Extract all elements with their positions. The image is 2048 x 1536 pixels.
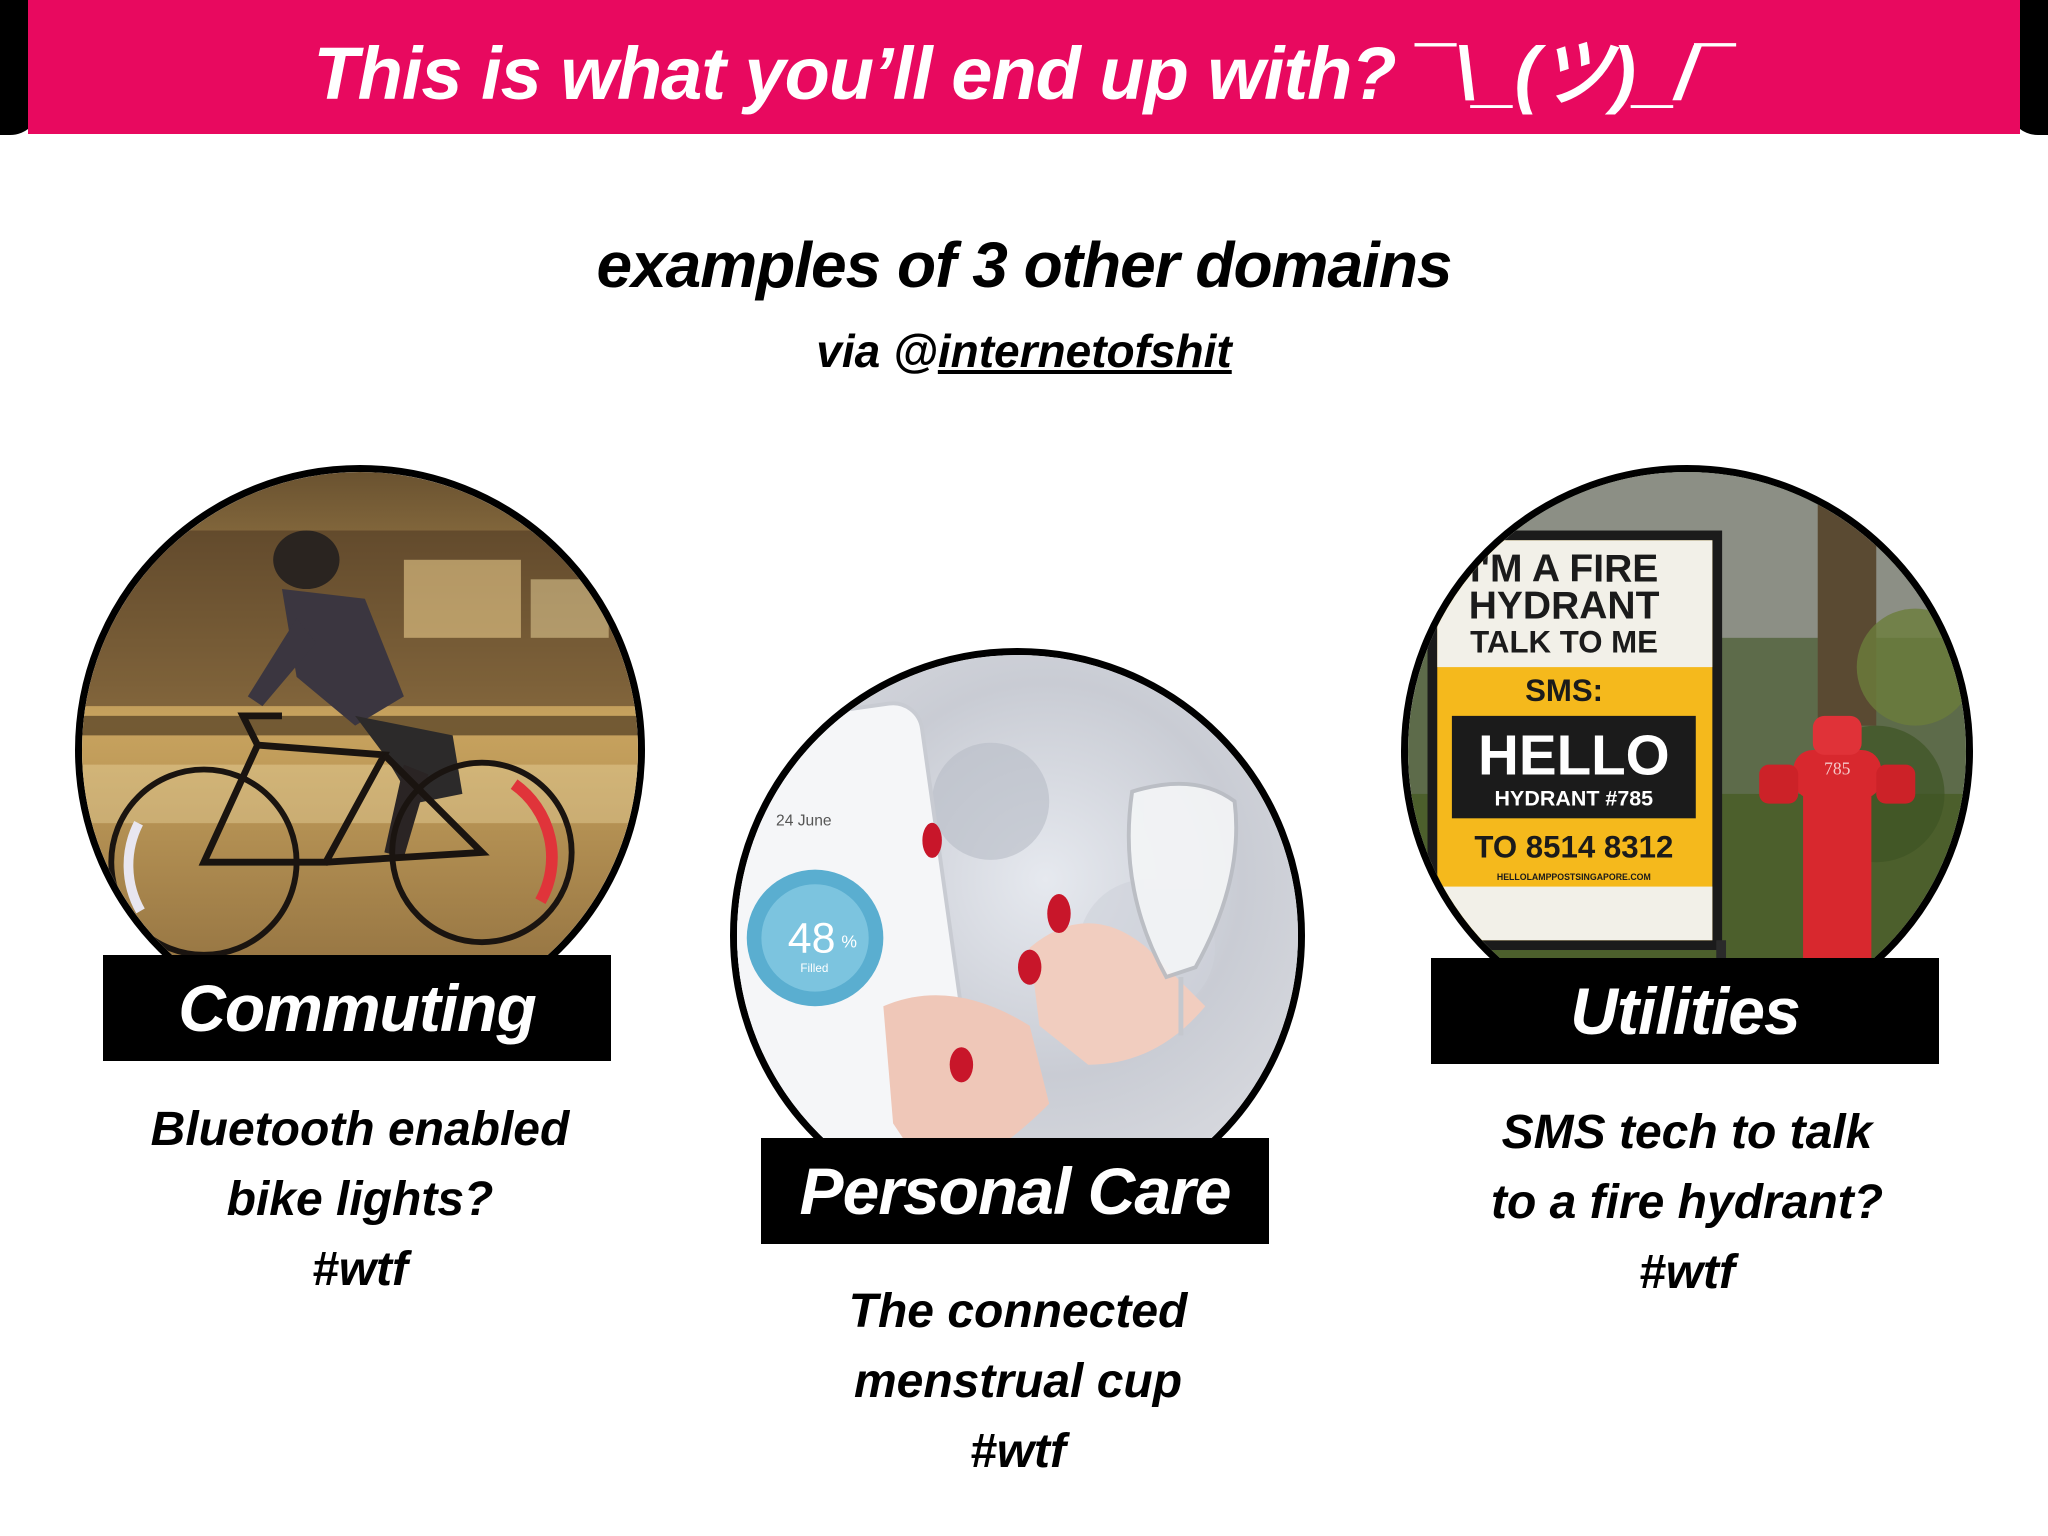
sign-hydrant-id: HYDRANT #785 bbox=[1495, 787, 1654, 811]
sign-line-3: TALK TO ME bbox=[1470, 624, 1658, 659]
phone-date: 24 June bbox=[776, 813, 832, 830]
hydrant-number: 785 bbox=[1824, 758, 1851, 778]
sign-url: HELLOLAMPPOSTSINGAPORE.COM bbox=[1497, 872, 1651, 882]
caption-commuting: Bluetooth enabled bike lights? #wtf bbox=[110, 1095, 610, 1305]
caption-line: to a fire hydrant? bbox=[1490, 1176, 1884, 1229]
credit-line: via @internetofshit bbox=[0, 324, 2048, 378]
slide-subtitle: examples of 3 other domains bbox=[596, 229, 1452, 301]
phone-gauge-unit: % bbox=[841, 932, 857, 952]
sign-line-2: HYDRANT bbox=[1469, 584, 1660, 627]
sign-line-1: I'M A FIRE bbox=[1470, 547, 1658, 590]
caption-line: bike lights? bbox=[226, 1173, 494, 1226]
utilities-image: I'M A FIRE HYDRANT TALK TO ME SMS: HELLO… bbox=[1401, 465, 1973, 1037]
caption-line: Bluetooth enabled bbox=[150, 1103, 570, 1156]
menstrual-cup-illustration: 24 June 48 % Filled 18 57 bbox=[737, 655, 1298, 1216]
phone-gauge-value: 48 bbox=[788, 915, 836, 963]
label-commuting: Commuting bbox=[103, 955, 611, 1061]
commuting-image bbox=[75, 465, 645, 1035]
sign-phone: TO 8514 8312 bbox=[1474, 829, 1673, 864]
label-personal-care: Personal Care bbox=[761, 1138, 1269, 1244]
label-utilities: Utilities bbox=[1431, 958, 1939, 1064]
credit-prefix: via @ bbox=[816, 325, 938, 377]
caption-utilities: SMS tech to talk to a fire hydrant? #wtf bbox=[1437, 1098, 1937, 1308]
caption-personal-care: The connected menstrual cup #wtf bbox=[768, 1277, 1268, 1487]
cyclist-illustration bbox=[82, 472, 638, 1028]
sign-line-4: SMS: bbox=[1525, 673, 1603, 708]
caption-line: #wtf bbox=[312, 1243, 408, 1296]
caption-line: #wtf bbox=[970, 1425, 1066, 1478]
sign-keyword: HELLO bbox=[1478, 723, 1670, 786]
slide-title: This is what you’ll end up with? ¯\_(ツ)_… bbox=[313, 31, 1735, 115]
title-banner: This is what you’ll end up with? ¯\_(ツ)_… bbox=[28, 0, 2020, 134]
personal-care-image: 24 June 48 % Filled 18 57 bbox=[730, 648, 1305, 1223]
caption-line: #wtf bbox=[1639, 1246, 1735, 1299]
caption-line: menstrual cup bbox=[853, 1355, 1183, 1408]
caption-line: The connected bbox=[848, 1285, 1188, 1338]
fire-hydrant-illustration: I'M A FIRE HYDRANT TALK TO ME SMS: HELLO… bbox=[1408, 472, 1966, 1030]
phone-gauge-sub: Filled bbox=[800, 962, 828, 975]
caption-line: SMS tech to talk bbox=[1501, 1106, 1873, 1159]
credit-handle-link[interactable]: internetofshit bbox=[937, 325, 1232, 377]
